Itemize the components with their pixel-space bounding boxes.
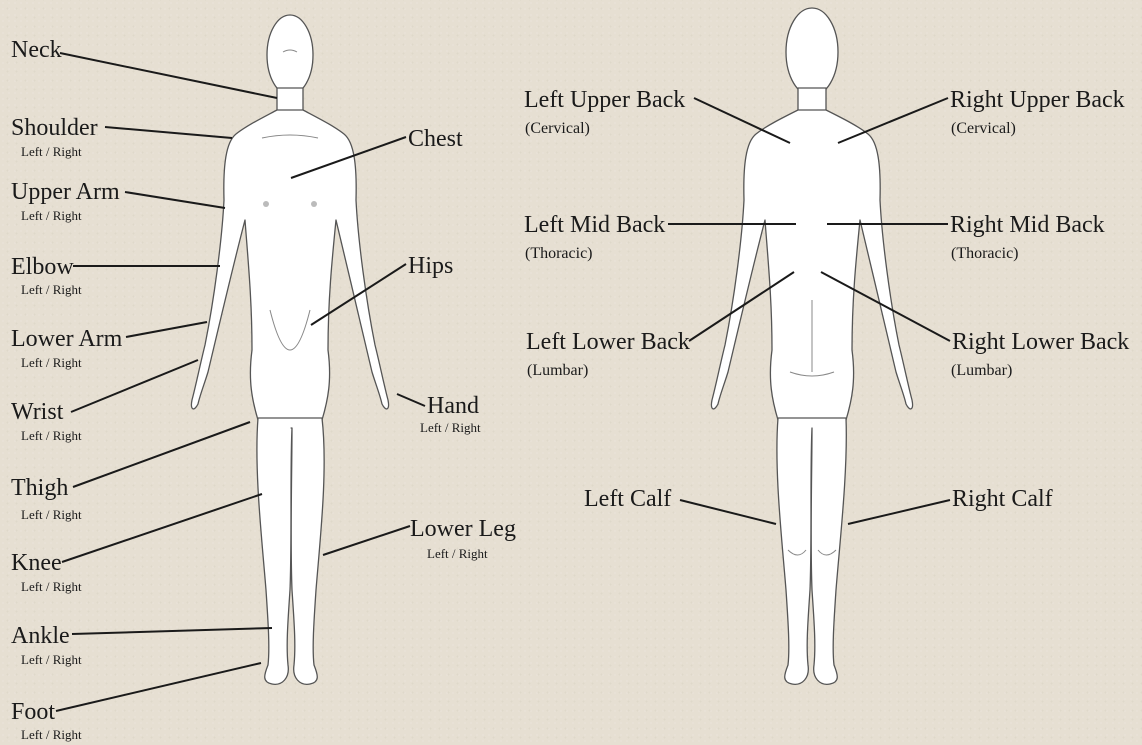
- right-upper-back-sublabel: (Cervical): [951, 120, 1016, 137]
- lower-arm-leader-line: [126, 322, 207, 337]
- neck-leader-line: [60, 53, 277, 98]
- lower-leg-leader-line: [323, 526, 410, 555]
- right-calf-leader-line: [848, 500, 950, 524]
- left-lower-back-sublabel: (Lumbar): [527, 362, 588, 379]
- lower-leg-label: Lower Leg: [410, 516, 516, 542]
- front-head: [267, 15, 313, 95]
- back-body-figure: [711, 8, 912, 684]
- left-mid-back-sublabel: (Thoracic): [525, 245, 593, 262]
- front-nipple-left: [263, 201, 269, 207]
- right-calf-label: Right Calf: [952, 486, 1053, 512]
- back-head: [786, 8, 838, 96]
- back-legs: [777, 418, 846, 684]
- right-upper-back-leader-line: [838, 98, 948, 143]
- hand-sublabel: Left / Right: [420, 420, 481, 435]
- lower-arm-label: Lower Arm: [11, 326, 123, 352]
- shoulder-leader-line: [105, 127, 232, 138]
- chest-label: Chest: [408, 126, 463, 152]
- front-torso: [191, 110, 388, 428]
- hand-leader-line: [397, 394, 425, 406]
- right-mid-back-sublabel: (Thoracic): [951, 245, 1019, 262]
- left-calf-label: Left Calf: [584, 486, 671, 512]
- thigh-sublabel: Left / Right: [21, 507, 82, 522]
- upper-arm-label: Upper Arm: [11, 179, 120, 205]
- front-body-figure: [191, 15, 388, 684]
- right-lower-back-sublabel: (Lumbar): [951, 362, 1012, 379]
- upper-arm-sublabel: Left / Right: [21, 208, 82, 223]
- lower-arm-sublabel: Left / Right: [21, 355, 82, 370]
- thigh-label: Thigh: [11, 475, 68, 501]
- right-upper-back-label: Right Upper Back: [950, 87, 1125, 113]
- right-mid-back-label: Right Mid Back: [950, 212, 1105, 238]
- ankle-sublabel: Left / Right: [21, 652, 82, 667]
- neck-label: Neck: [11, 37, 62, 63]
- foot-label: Foot: [11, 699, 55, 725]
- knee-sublabel: Left / Right: [21, 579, 82, 594]
- ankle-label: Ankle: [11, 623, 70, 649]
- thigh-leader-line: [73, 422, 250, 487]
- left-upper-back-sublabel: (Cervical): [525, 120, 590, 137]
- hips-label: Hips: [408, 253, 453, 279]
- front-nipple-right: [311, 201, 317, 207]
- left-calf-leader-line: [680, 500, 776, 524]
- back-torso: [711, 110, 912, 428]
- wrist-label: Wrist: [11, 399, 64, 425]
- front-neck: [277, 88, 303, 112]
- elbow-sublabel: Left / Right: [21, 282, 82, 297]
- foot-sublabel: Left / Right: [21, 727, 82, 742]
- lower-leg-sublabel: Left / Right: [427, 546, 488, 561]
- left-mid-back-label: Left Mid Back: [524, 212, 665, 238]
- front-legs: [257, 418, 324, 684]
- left-upper-back-leader-line: [694, 98, 790, 143]
- upper-arm-leader-line: [125, 192, 225, 208]
- knee-label: Knee: [11, 550, 62, 576]
- knee-leader-line: [62, 494, 262, 562]
- wrist-sublabel: Left / Right: [21, 428, 82, 443]
- left-lower-back-label: Left Lower Back: [526, 329, 690, 355]
- foot-leader-line: [56, 663, 261, 711]
- ankle-leader-line: [72, 628, 272, 634]
- right-lower-back-label: Right Lower Back: [952, 329, 1129, 355]
- wrist-leader-line: [71, 360, 198, 412]
- back-neck: [798, 88, 826, 112]
- hand-label: Hand: [427, 393, 479, 419]
- shoulder-sublabel: Left / Right: [21, 144, 82, 159]
- left-upper-back-label: Left Upper Back: [524, 87, 685, 113]
- shoulder-label: Shoulder: [11, 115, 98, 141]
- elbow-label: Elbow: [11, 254, 74, 280]
